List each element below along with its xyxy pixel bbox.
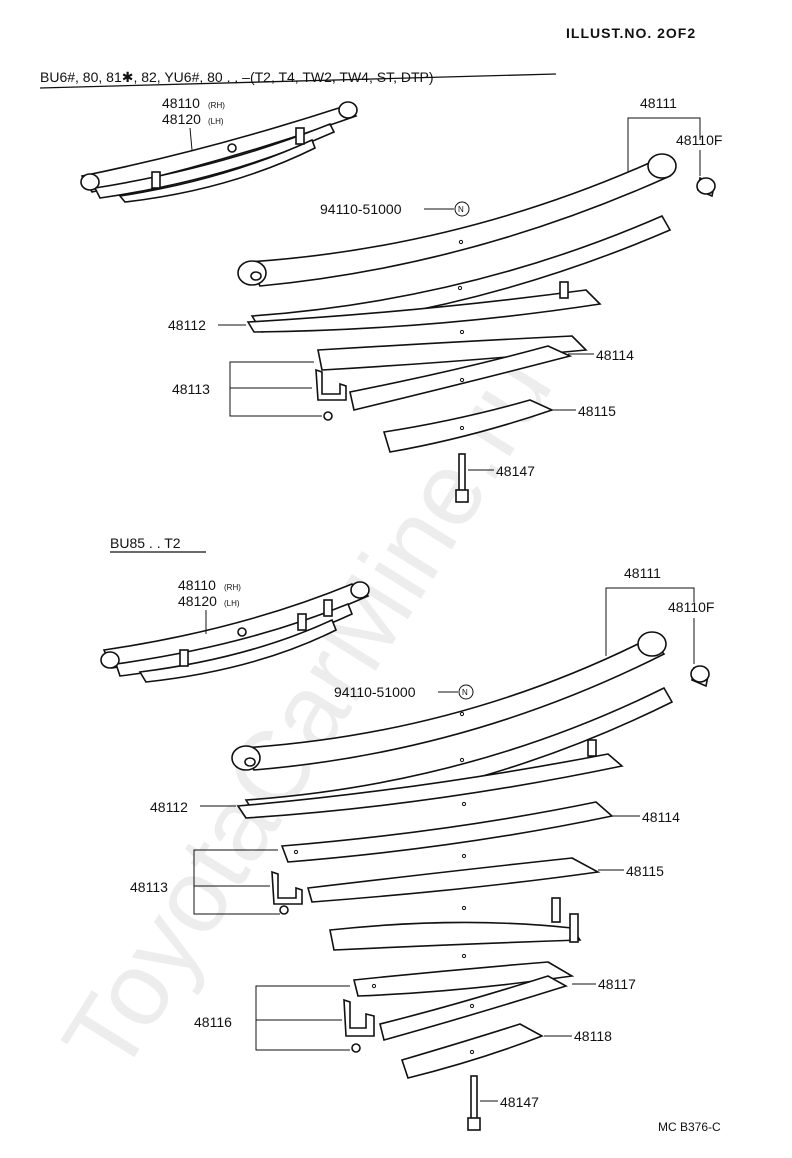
leader-48116-bottom: [255, 985, 350, 1051]
clip-48113-bottom: [271, 870, 303, 905]
label-48114-top: 48114: [596, 347, 634, 363]
label-48110-bottom: 48110: [178, 577, 216, 593]
footer-code: MC B376-C: [658, 1120, 721, 1134]
label-48120-top: 48120: [162, 111, 201, 127]
leader-48113-top: [229, 361, 322, 417]
leaf-6-bottom: [329, 921, 582, 951]
leader-48110-top: [189, 127, 193, 151]
illustration-number: ILLUST.NO. 2OF2: [566, 25, 696, 41]
label-48114-bottom: 48114: [642, 809, 680, 825]
label-rh-top: (RH): [208, 101, 225, 110]
leaf-48114-bottom: [280, 801, 614, 863]
applicability-top: BU6#, 80, 81✱, 82, YU6#, 80 . . –(T2, T4…: [40, 69, 434, 85]
label-bolt-bottom: 94110-51000: [334, 684, 416, 700]
label-48110-top: 48110: [162, 95, 200, 111]
leaf-48114-top: [349, 345, 573, 411]
spring-assembly-thumbnail-top: [80, 101, 358, 203]
label-48115-bottom: 48115: [626, 863, 664, 879]
leaf-48112-top: [246, 289, 602, 333]
leaf-48118b-bottom: [400, 1023, 544, 1079]
label-rh-bottom: (RH): [224, 583, 241, 592]
n-mark-circle-top: [454, 201, 470, 217]
clip-48116-bottom: [343, 998, 375, 1037]
label-48147-bottom: 48147: [500, 1094, 539, 1110]
label-48116-bottom: 48116: [194, 1014, 232, 1030]
label-lh-bottom: (LH): [224, 599, 240, 608]
clip-48113-top: [315, 368, 347, 401]
main-leaf-48111-top: [237, 153, 677, 287]
label-48111-top: 48111: [640, 95, 677, 111]
label-48120-bottom: 48120: [178, 593, 217, 609]
label-48112-bottom: 48112: [150, 799, 188, 815]
label-48110f-bottom: 48110F: [668, 599, 714, 615]
n-mark-top: N: [458, 205, 464, 214]
leader-48111-top: [627, 117, 701, 172]
label-48112-top: 48112: [168, 317, 206, 333]
leaf-48112-bottom: [236, 753, 624, 819]
center-bolt-48147-top: [455, 453, 469, 503]
label-48118-bottom: 48118: [574, 1028, 612, 1044]
applicability-underline: [39, 73, 557, 89]
label-48113-bottom: 48113: [130, 879, 168, 895]
leaf-48115-bottom: [306, 857, 601, 903]
n-mark-bottom: N: [462, 688, 468, 697]
bushing-48110f-top: [696, 176, 716, 198]
bushing-48110f-bottom: [690, 665, 710, 688]
spring-assembly-thumbnail-bottom: [100, 581, 370, 683]
label-48115-top: 48115: [578, 403, 616, 419]
n-mark-circle-bottom: [458, 684, 474, 700]
section-bottom: BU85 . . T2 48110 (RH) 48120 (LH): [100, 535, 714, 1131]
applicability-bottom: BU85 . . T2: [110, 535, 181, 551]
leaf-48118-bottom: [379, 975, 569, 1041]
label-48147-top: 48147: [496, 463, 535, 479]
leader-48111-bottom: [605, 587, 695, 656]
leaf-48113-top: [317, 335, 588, 371]
center-bolt-48147-bottom: [467, 1075, 481, 1131]
label-48117-bottom: 48117: [598, 976, 636, 992]
label-48113-top: 48113: [172, 381, 210, 397]
label-bolt-top: 94110-51000: [320, 201, 402, 217]
leader-48113-bottom: [193, 849, 280, 915]
label-lh-top: (LH): [208, 117, 224, 126]
main-leaf-48111-bottom: [231, 631, 667, 771]
section-top: BU6#, 80, 81✱, 82, YU6#, 80 . . –(T2, T4…: [39, 69, 722, 503]
label-48110f-top: 48110F: [676, 132, 722, 148]
leaf-48117-bottom: [353, 961, 575, 997]
label-48111-bottom: 48111: [624, 565, 661, 581]
